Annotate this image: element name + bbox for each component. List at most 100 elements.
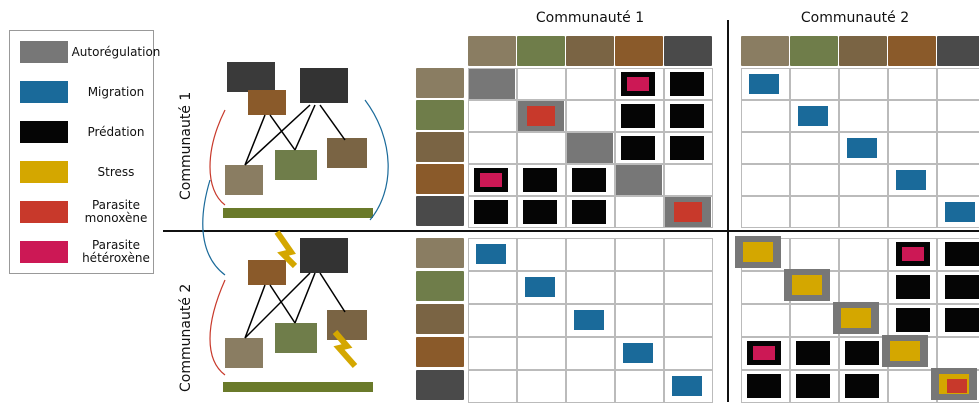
migration-mark	[945, 202, 975, 222]
matrix-cell	[517, 337, 566, 370]
horizontal-divider	[163, 230, 979, 232]
stress-arrow	[332, 330, 358, 368]
legend-label: Migration	[87, 84, 145, 99]
migration-mark	[847, 138, 877, 158]
matrix-cell	[517, 304, 566, 337]
predation-mark	[747, 374, 781, 398]
matrix-cell	[741, 337, 790, 370]
matrix-cell	[741, 271, 790, 304]
matrix-cell	[615, 370, 664, 403]
vole-photo	[225, 338, 263, 368]
autoregulation-mark	[567, 133, 613, 163]
migration-mark	[574, 310, 604, 330]
matrix-cell	[790, 100, 839, 132]
matrix-cell	[664, 68, 713, 100]
matrix-cell	[468, 370, 517, 403]
parasite-heteroxene-mark	[753, 346, 775, 360]
shrew-photo-col-2	[790, 36, 838, 66]
stress-mark	[792, 275, 822, 295]
matrix-cell	[790, 132, 839, 164]
matrix-cell	[615, 68, 664, 100]
matrix-cell	[790, 164, 839, 196]
parasite-monoxene-swatch	[20, 201, 68, 223]
legend-item-parasite-heteroxene: Parasite hétéroxène	[18, 237, 150, 267]
autoregulation-swatch	[20, 41, 68, 63]
matrix-cell	[790, 68, 839, 100]
predation-mark	[845, 341, 879, 365]
matrix-cell	[517, 238, 566, 271]
matrix-cell	[468, 100, 517, 132]
matrix-cell	[615, 271, 664, 304]
matrix-cell	[664, 238, 713, 271]
matrix-cell	[888, 132, 937, 164]
weasel-photo-row-2	[416, 337, 464, 367]
matrix-cell	[566, 370, 615, 403]
weasel-photo-col-2	[888, 36, 936, 66]
weasel-photo	[248, 260, 286, 285]
matrix-cell	[566, 337, 615, 370]
predation-mark	[523, 168, 557, 192]
legend-label: Autorégulation	[71, 44, 161, 59]
stress-mark	[841, 308, 871, 328]
shrew-photo-row	[416, 100, 464, 130]
matrix-cell	[937, 238, 979, 271]
matrix-cell	[468, 304, 517, 337]
matrix-cell	[839, 100, 888, 132]
weasel-photo-col	[615, 36, 663, 66]
header-community-2: Communauté 2	[800, 10, 910, 26]
matrix-cell	[517, 100, 566, 132]
legend-label: Parasite hétéroxène	[82, 238, 150, 265]
matrix-cell	[566, 271, 615, 304]
matrix-cell	[517, 271, 566, 304]
matrix-cell	[664, 164, 713, 196]
matrix-cell	[468, 238, 517, 271]
matrix-cell	[566, 304, 615, 337]
matrix-cell	[790, 196, 839, 228]
matrix-cell	[839, 196, 888, 228]
predation-mark	[945, 242, 979, 266]
matrix-cell	[790, 304, 839, 337]
owl-photo-row	[416, 196, 464, 226]
stress-swatch	[20, 161, 68, 183]
matrix-cell	[517, 196, 566, 228]
legend-item-predation: Prédation	[18, 117, 150, 147]
header-community-1: Communauté 1	[535, 10, 645, 26]
predation-mark	[572, 168, 606, 192]
predation-mark	[796, 374, 830, 398]
matrix-cell	[937, 132, 979, 164]
matrix-cell	[566, 68, 615, 100]
matrix-cell	[937, 68, 979, 100]
matrix-cell	[741, 164, 790, 196]
parasite-heteroxene-mark	[627, 77, 649, 91]
migration-mark	[623, 343, 653, 363]
matrix-cell	[615, 164, 664, 196]
predation-mark	[621, 104, 655, 128]
predation-swatch	[20, 121, 68, 143]
stress-mark	[743, 242, 773, 262]
migration-mark	[672, 376, 702, 396]
matrix-cell	[888, 100, 937, 132]
weasel-photo	[248, 90, 286, 115]
matrix-cell	[888, 271, 937, 304]
matrix-cell	[839, 68, 888, 100]
food-web-community-2	[209, 230, 373, 392]
matrix-cell	[517, 132, 566, 164]
matrix-cell	[517, 164, 566, 196]
matrix-cell	[468, 164, 517, 196]
autoregulation-mark	[616, 165, 662, 195]
stress-arrow	[274, 230, 298, 269]
vole-photo-col	[468, 36, 516, 66]
legend-label: Prédation	[87, 124, 145, 139]
mouse-photo	[327, 310, 367, 340]
matrix-cell	[615, 337, 664, 370]
matrix-cell	[888, 238, 937, 271]
matrix-cell	[937, 164, 979, 196]
legend-box: Autorégulation Migration Prédation Stres…	[9, 30, 161, 274]
parasite-heteroxene-swatch	[20, 241, 68, 263]
mouse-photo	[327, 138, 367, 168]
predation-mark	[945, 275, 979, 299]
legend-item-migration: Migration	[18, 77, 150, 107]
matrix-cell	[664, 271, 713, 304]
shrew-photo	[275, 150, 317, 180]
migration-mark	[525, 277, 555, 297]
